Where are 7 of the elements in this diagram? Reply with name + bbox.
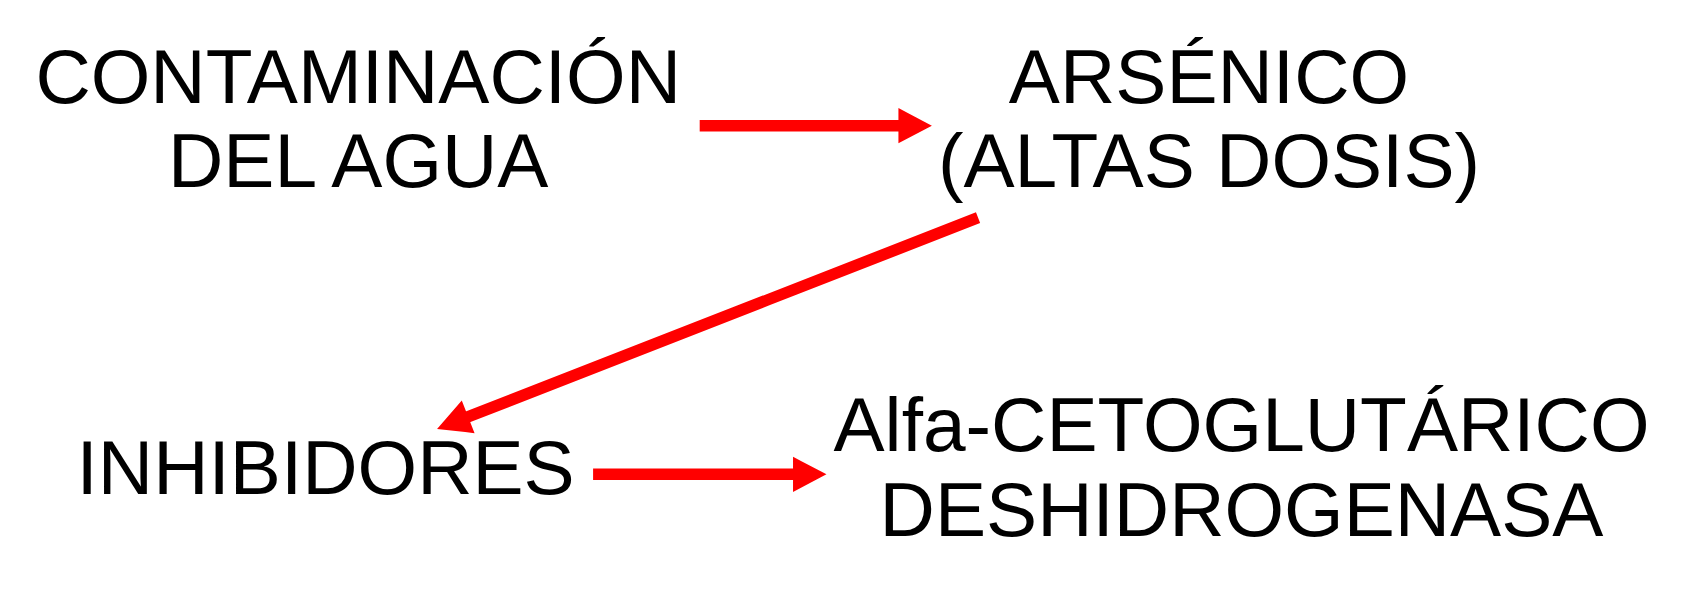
arrow xyxy=(437,212,981,434)
node-text: CONTAMINACIÓN DEL AGUA xyxy=(35,33,682,203)
arrow xyxy=(699,108,932,144)
node-text: Alfa-CETOGLUTÁRICO DESHIDROGENASA xyxy=(833,382,1650,552)
node-text: INHIBIDORES xyxy=(76,424,575,510)
arrow xyxy=(593,456,827,492)
node-text: ARSÉNICO (ALTAS DOSIS) xyxy=(937,33,1481,203)
